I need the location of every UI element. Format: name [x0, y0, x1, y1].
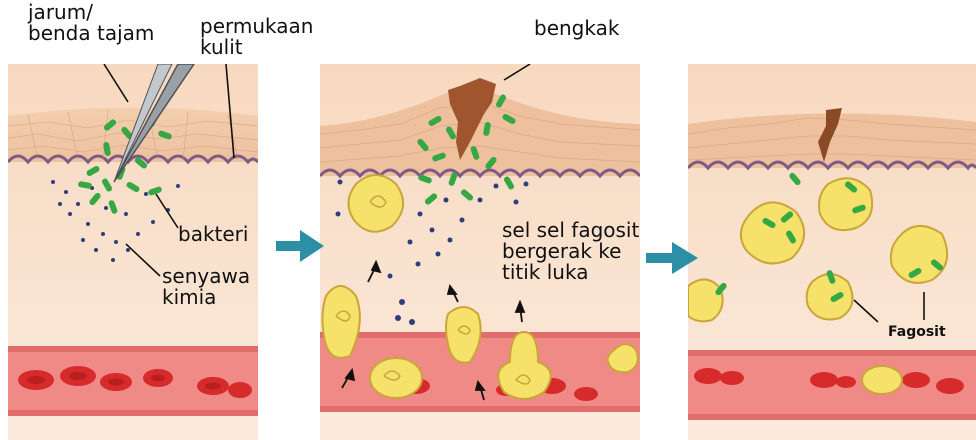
panel-injury — [8, 64, 258, 440]
panel-injury-illustration — [8, 64, 258, 440]
skin-surface-label: permukaan kulit — [200, 16, 313, 58]
panel-phagocytosis-illustration — [688, 64, 976, 440]
needle-label: jarum/ benda tajam — [28, 2, 154, 44]
swelling-label: bengkak — [534, 18, 619, 39]
panel-phagocytosis — [688, 64, 976, 440]
phagocytes-moving-label: sel sel fagosit bergerak ke titik luka — [502, 220, 639, 283]
bacteria-label: bakteri — [178, 224, 248, 245]
phagocyte-label: Fagosit — [888, 325, 946, 340]
teal-right-arrow-icon — [276, 230, 324, 262]
chemicals-label: senyawa kimia — [162, 266, 250, 308]
